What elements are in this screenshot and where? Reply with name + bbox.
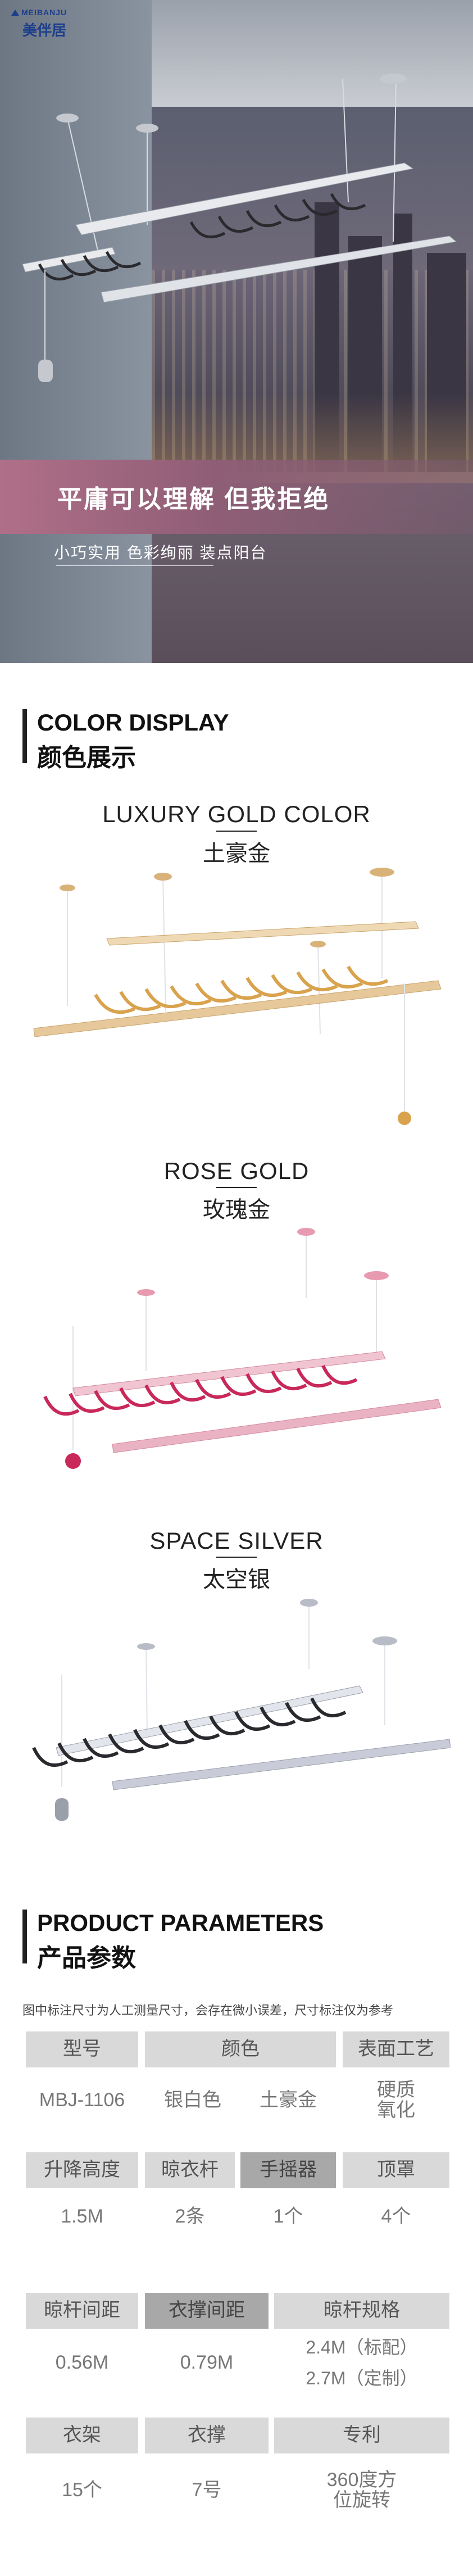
table-header: 手摇器 (240, 2152, 336, 2188)
table-header: 颜色 (145, 2031, 336, 2067)
building (315, 202, 339, 472)
brand-logo: MEIBANJU 美伴居 (10, 8, 94, 47)
table-cell: 土豪金 (260, 2089, 317, 2111)
table-cell: 15个 (62, 2479, 102, 2501)
hero-banner (0, 460, 473, 534)
left-wall (0, 0, 152, 663)
table-cell: 2.7M（定制） (306, 2368, 418, 2388)
table-cell: 2.4M（标配） (306, 2337, 418, 2357)
table-cell: 银白色 (164, 2089, 221, 2111)
color-name-zh: 土豪金 (203, 841, 270, 866)
hero-divider (56, 565, 213, 566)
table-cell: MBJ-1106 (39, 2089, 125, 2111)
hero-subtitle: 小巧实用 色彩绚丽 装点阳台 (54, 544, 267, 561)
table-cell: 0.56M (55, 2352, 109, 2374)
color-underline (216, 1557, 257, 1558)
table-header: 顶罩 (343, 2152, 449, 2188)
table-header: 晾衣杆 (145, 2152, 235, 2188)
parameters-title-en: PRODUCT PARAMETERS (37, 1910, 324, 1936)
table-header: 晾杆间距 (26, 2293, 138, 2329)
color-display-title-zh: 颜色展示 (37, 744, 136, 772)
table-header: 型号 (26, 2031, 138, 2067)
gold-drying-rack (33, 868, 442, 1125)
section-bar (22, 1910, 27, 1963)
section-bar (22, 709, 27, 763)
rose-drying-rack (43, 1228, 442, 1469)
color-underline (216, 831, 257, 832)
table-cell: 0.79M (180, 2352, 234, 2374)
color-name-zh: 太空银 (203, 1567, 270, 1592)
hero-drying-rack (22, 74, 457, 382)
table-header: 衣撑 (145, 2418, 269, 2453)
table-header: 专利 (274, 2418, 449, 2453)
parameters-title-zh: 产品参数 (37, 1944, 136, 1972)
city-skyline (152, 270, 473, 472)
building (393, 214, 412, 472)
color-display-title-en: COLOR DISPLAY (37, 709, 229, 736)
color-name-zh: 玫瑰金 (203, 1198, 270, 1222)
table-cell: 1.5M (61, 2206, 103, 2228)
color-name-en: ROSE GOLD (163, 1158, 310, 1184)
table-cell: 4个 (381, 2206, 411, 2228)
parameters-note: 图中标注尺寸为人工测量尺寸，会存在微小误差，尺寸标注仅为参考 (22, 2003, 394, 2017)
table-cell: 360度方 位旋转 (326, 2469, 397, 2511)
building (348, 236, 382, 472)
logo-small-text: MEIBANJU (21, 8, 67, 17)
building (427, 253, 466, 472)
hero-title: 平庸可以理解 但我拒绝 (57, 486, 330, 513)
table-header: 升降高度 (26, 2152, 138, 2188)
table-cell: 硬质 氧化 (377, 2079, 415, 2121)
table-header: 衣撑间距 (145, 2293, 269, 2329)
color-name-en: LUXURY GOLD COLOR (102, 801, 371, 827)
logo-main-text: 美伴居 (22, 22, 67, 39)
color-name-en: SPACE SILVER (149, 1527, 324, 1554)
silver-drying-rack (32, 1599, 451, 1821)
table-header: 表面工艺 (343, 2031, 449, 2067)
hero-image: MEIBANJU 美伴居 (0, 0, 473, 663)
table-cell: 1个 (273, 2206, 303, 2228)
table-header: 晾杆规格 (274, 2293, 449, 2329)
brand-mark-icon (11, 10, 19, 16)
table-header: 衣架 (26, 2418, 138, 2453)
table-cell: 2条 (175, 2206, 205, 2228)
table-cell: 7号 (192, 2479, 222, 2501)
color-underline (216, 1187, 257, 1188)
